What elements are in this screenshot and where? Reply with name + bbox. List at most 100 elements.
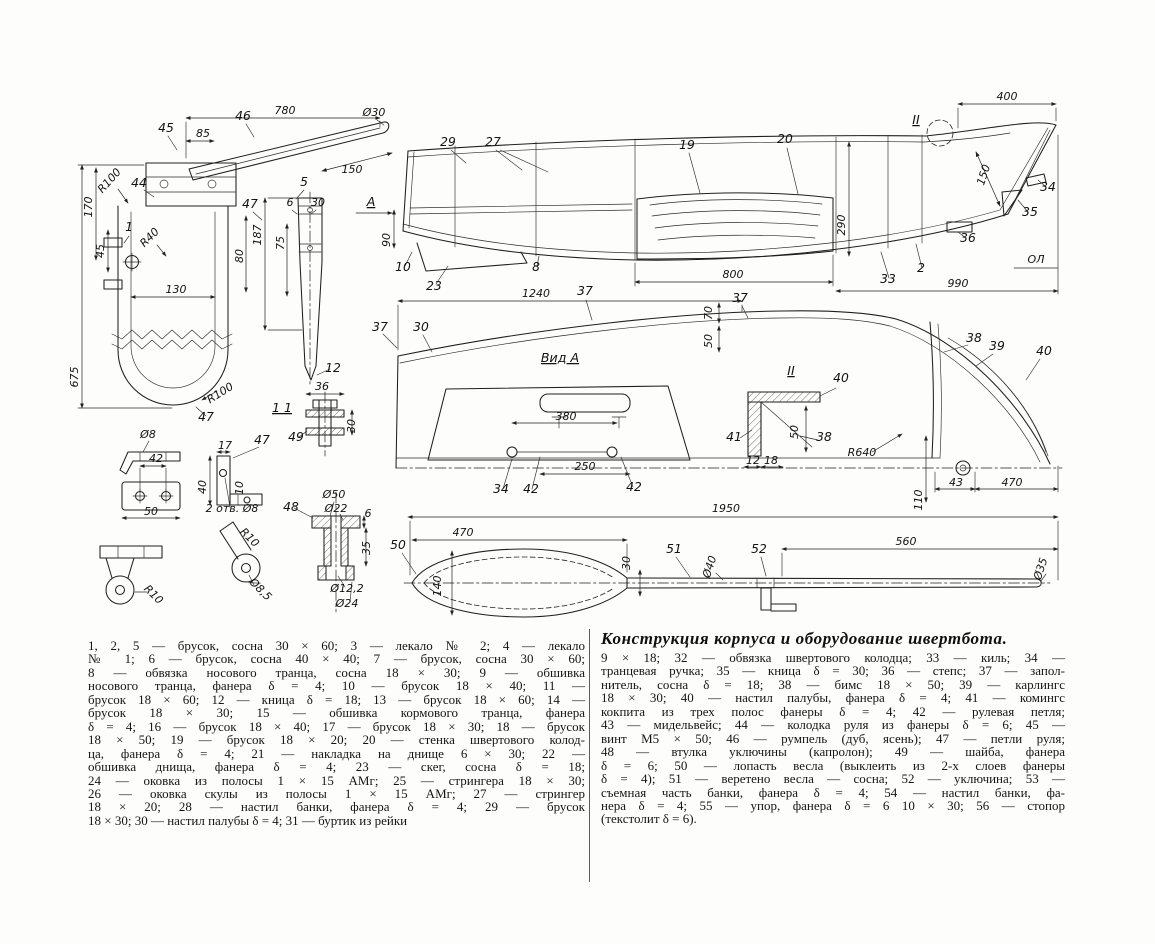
dim-label: 36	[960, 231, 976, 245]
dim-label: 675	[68, 367, 81, 388]
dim-label: 50	[390, 538, 406, 552]
dim-label: 70	[702, 306, 715, 320]
text-line: транцевая ручка; 35 — кница δ = 30; 36 —…	[601, 663, 1065, 679]
dim-label: 34	[1040, 180, 1056, 194]
dim-label: 45	[94, 244, 107, 258]
dim-label: 470	[453, 526, 474, 539]
angle-bracket-drawing	[208, 446, 263, 508]
dim-label: 560	[896, 535, 917, 548]
dim-label: 41	[726, 430, 742, 444]
dim-label: Ø24	[335, 597, 359, 610]
dim-label: Ø22	[324, 502, 348, 515]
dim-label: 42	[523, 482, 539, 496]
deck-plan-drawing	[382, 299, 1063, 503]
text-line: 8 — обвязка носового транца, сосна 18 × …	[88, 664, 585, 680]
dim-label: 140	[431, 576, 444, 597]
dim-label: 2	[917, 261, 925, 275]
dim-label: Вид А	[541, 350, 579, 365]
dim-label: II	[787, 363, 795, 378]
dim-label: Ø8,5	[246, 575, 274, 603]
dim-label: 27	[485, 135, 501, 149]
dim-label: 290	[835, 215, 848, 236]
text-line: ца, фанера δ = 4; 21 — накладка на днище…	[88, 745, 585, 761]
dim-label: 43	[949, 476, 963, 489]
text-line: δ = 6; 50 — лопасть весла (выклеить из 2…	[601, 757, 1065, 773]
parts-list-right-column: 9 × 18; 32 — обвязка швертового колодца;…	[601, 651, 1065, 826]
dim-label: 34	[493, 482, 509, 496]
dim-label: 10	[395, 260, 411, 274]
text-line: (текстолит δ = 6).	[601, 811, 697, 827]
dim-label: 23	[426, 279, 442, 293]
dim-label: R10	[141, 582, 165, 606]
dim-label: 10	[233, 481, 246, 495]
dim-label: 5	[300, 175, 308, 189]
dim-label: Ø30	[362, 106, 386, 119]
dim-label: 2 отв. Ø8	[206, 502, 259, 515]
dim-label: 47	[198, 410, 214, 424]
dim-label: 150	[974, 163, 993, 187]
caption-title: Конструкция корпуса и оборудование шверт…	[601, 629, 1008, 648]
dim-label: ОЛ	[1028, 253, 1045, 266]
hull-profile-drawing	[355, 102, 1059, 295]
diagonal-bracket-drawing	[219, 521, 261, 586]
dim-label: R100	[205, 380, 236, 406]
dim-label: 800	[723, 268, 744, 281]
technical-drawing-sheet: 2927А1920II40015034353629090102388003329…	[68, 90, 1063, 618]
dim-label: 40	[1036, 344, 1052, 358]
column-divider	[589, 629, 590, 882]
dim-label: R10	[237, 525, 261, 549]
dim-label: 37	[577, 284, 593, 298]
oar-drawing	[401, 515, 1059, 618]
dim-label: 8	[532, 260, 540, 274]
dim-label: 990	[948, 277, 969, 290]
dim-label: 17	[218, 439, 232, 452]
dim-label: 47	[242, 197, 258, 211]
dim-label: 380	[556, 410, 577, 423]
rowlock-bushing-drawing	[293, 491, 368, 613]
dim-label: 250	[575, 460, 596, 473]
rudder-side-view-drawing	[244, 191, 331, 385]
dim-label: 780	[275, 104, 296, 117]
dim-label: 170	[82, 197, 95, 218]
dim-label: 150	[342, 163, 363, 176]
dim-label: 38	[816, 430, 832, 444]
dim-label: 400	[997, 90, 1018, 103]
dim-label: 47	[254, 433, 270, 447]
text-line: кокпита из трех полос фанеры δ = 4; 42 —…	[601, 703, 1065, 719]
dim-label: 12	[325, 361, 341, 375]
detail-II-drawing	[739, 387, 837, 469]
text-line: нера δ = 4; 55 — упор, фанера δ = 6 10 ×…	[601, 797, 1065, 813]
dim-label: 6	[365, 507, 372, 520]
dim-label: 130	[166, 283, 187, 296]
text-line: нитель, сосна δ = 18; 38 — бимс 18 × 50;…	[601, 676, 1065, 692]
dim-label: 42	[626, 480, 642, 494]
parts-list-left-column: 1, 2, 5 — брусок, сосна 30 × 60; 3 — лек…	[88, 639, 585, 828]
dim-label: 12	[746, 454, 760, 467]
dim-label: 50	[702, 334, 715, 348]
text-line: 24 — оковка из полосы 1 × 15 АМг; 25 — с…	[88, 772, 585, 788]
text-line: 9 × 18; 32 — обвязка швертового колодца;…	[601, 650, 1065, 665]
dim-label: 30	[345, 419, 358, 433]
text-line: винт М5 × 50; 46 — румпель (дуб, ясень);…	[601, 730, 1065, 746]
text-line: 43 — мидельвейс; 44 — колодка руля из фа…	[601, 717, 1065, 733]
text-line: брусок 18 × 60; 12 — кница δ = 18; 13 — …	[88, 691, 585, 707]
dim-label: 36	[315, 380, 329, 393]
dim-label: Ø40	[700, 554, 720, 581]
dim-label: 30	[620, 556, 633, 570]
text-line: носового транца, фанера δ = 4; 10 — брус…	[88, 678, 585, 694]
dim-label: 29	[440, 135, 456, 149]
dim-label: 42	[149, 452, 163, 465]
dim-label: 1 1	[272, 400, 292, 415]
dim-label: Ø35	[1031, 556, 1051, 583]
dim-label: 30	[413, 320, 429, 334]
dim-label: 110	[912, 490, 925, 511]
dim-label: 38	[966, 331, 982, 345]
dim-label: Ø8	[139, 428, 156, 441]
text-line: № 1; 6 — брусок, сосна 40 × 40; 7 — брус…	[88, 651, 585, 667]
dim-label: 49	[288, 430, 304, 444]
dim-label: 30	[311, 196, 325, 209]
